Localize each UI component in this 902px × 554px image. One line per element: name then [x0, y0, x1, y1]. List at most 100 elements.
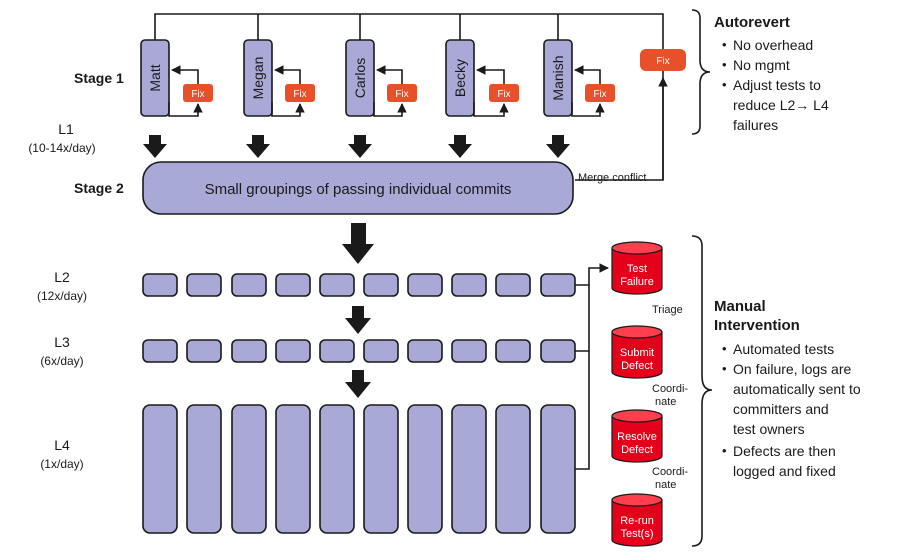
stage2-box [142, 161, 574, 215]
l3-job [363, 339, 399, 363]
autorevert-title: Autorevert [714, 14, 790, 31]
developer-matt: Matt Fix [140, 39, 213, 158]
fix-box [387, 84, 417, 102]
bullet-dot: • [722, 77, 727, 92]
loop-arrow [171, 65, 199, 84]
developer-manish: Manish Fix [543, 39, 615, 158]
manual-line-cont: test owners [733, 421, 805, 437]
l2-rate: (12x/day) [37, 289, 87, 303]
autorevert-bullet: No overhead [733, 37, 813, 53]
developer-box [445, 39, 475, 117]
developer-box [243, 39, 273, 117]
l3-job [407, 339, 443, 363]
triage-label: Triage [652, 304, 683, 316]
l2-job [275, 273, 311, 297]
loop-arrow [168, 102, 203, 117]
l4-name: L4 [54, 437, 70, 453]
down-arrow [348, 135, 372, 158]
cylinder-resolve-defect: Resolve Defect [611, 409, 663, 463]
developer-box [543, 39, 573, 117]
loop-arrow [574, 65, 601, 84]
l4-row [142, 404, 576, 534]
cylinder-line2: Failure [620, 276, 654, 288]
l4-rate: (1x/day) [40, 457, 83, 471]
autorevert-bullet-cont: reduce L2→ L4 [733, 97, 829, 113]
cylinder-submit-defect: Submit Defect [611, 325, 663, 379]
loop-arrow [473, 102, 509, 117]
down-arrow [546, 135, 570, 158]
l2-job [540, 273, 576, 297]
developer-label: Becky [452, 59, 468, 97]
l4-connector [575, 351, 590, 470]
l2-to-test-failure [575, 263, 609, 286]
loop-arrow [271, 102, 305, 117]
down-arrow-stage2-l2 [342, 223, 374, 264]
bullet-dot: • [722, 57, 727, 72]
loop-arrow [373, 102, 407, 117]
autorevert-bullet: No mgmt [733, 57, 790, 73]
l1-name: L1 [58, 121, 74, 137]
cylinder-line2: Test(s) [621, 528, 654, 540]
l4-job [407, 404, 443, 534]
manual-title-line1: Manual [714, 298, 766, 315]
l2-job [142, 273, 178, 297]
loop-arrow [476, 65, 505, 84]
coordinate-label-2a: Coordi- [652, 466, 688, 478]
bullet-dot: • [722, 37, 727, 52]
coordinate-label-1a: Coordi- [652, 383, 688, 395]
l4-job [540, 404, 576, 534]
loop-arrow [571, 102, 605, 117]
l4-job [495, 404, 531, 534]
bullet-dot: • [722, 341, 727, 356]
l2-job [319, 273, 355, 297]
down-arrow-l2-l3 [345, 306, 371, 334]
developer-label: Matt [147, 64, 163, 91]
l4-job [275, 404, 311, 534]
manual-line-cont: logged and fixed [733, 463, 836, 479]
l2-name: L2 [54, 269, 70, 285]
l2-row [142, 273, 576, 297]
fix-box [183, 84, 213, 102]
developer-box [345, 39, 375, 117]
l2-job [186, 273, 222, 297]
cylinder-line2: Defect [621, 444, 653, 456]
manual-line: Automated tests [733, 341, 834, 357]
merge-conflict-label: Merge conflict [578, 172, 646, 184]
cylinder-rerun-tests: Re-run Test(s) [611, 493, 663, 547]
down-arrow [246, 135, 270, 158]
feedback-loop-top [154, 13, 664, 181]
developer-label: Carlos [352, 58, 368, 98]
manual-line-cont: automatically sent to [733, 381, 861, 397]
l3-job [451, 339, 487, 363]
l3-job [142, 339, 178, 363]
manual-brace [691, 235, 713, 547]
fix-box [489, 84, 519, 102]
manual-title-line2: Intervention [714, 317, 800, 334]
stage1-label: Stage 1 [74, 70, 124, 86]
fix-label: Fix [191, 89, 204, 100]
l3-job [495, 339, 531, 363]
autorevert-brace [691, 9, 711, 135]
l3-job [275, 339, 311, 363]
l4-job [231, 404, 267, 534]
cylinder-line1: Resolve [617, 431, 657, 443]
down-arrow [448, 135, 472, 158]
l2-job [407, 273, 443, 297]
l3-connector [575, 285, 590, 352]
fix-box [285, 84, 315, 102]
cylinder-line1: Submit [620, 347, 654, 359]
l4-job [319, 404, 355, 534]
manual-line: On failure, logs are [733, 361, 851, 377]
l2-job [451, 273, 487, 297]
l3-row [142, 339, 576, 363]
fix-label: Fix [395, 89, 408, 100]
l3-job [540, 339, 576, 363]
down-arrow-l3-l4 [345, 370, 371, 398]
l3-rate: (6x/day) [40, 354, 83, 368]
l3-job [186, 339, 222, 363]
l3-name: L3 [54, 334, 70, 350]
developer-box [140, 39, 170, 117]
developer-megan: Megan Fix [243, 39, 315, 158]
developer-carlos: Carlos Fix [345, 39, 417, 158]
